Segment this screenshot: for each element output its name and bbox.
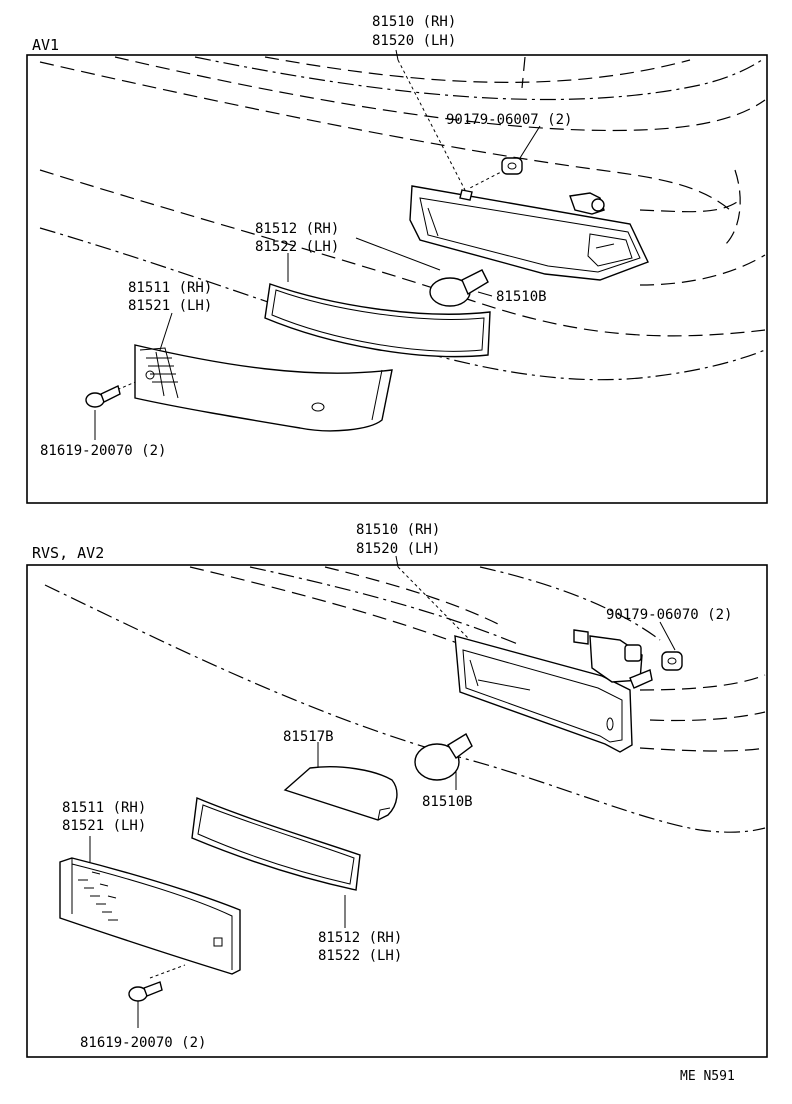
rvs-av2-label-reflector: 81517B (283, 729, 334, 745)
rvs-av2-label-gasket-lh: 81522 (LH) (318, 948, 402, 964)
av1-label-assembly-lh: 81520 (LH) (372, 33, 456, 49)
av1-label-screw: 81619-20070 (2) (40, 443, 166, 459)
rvs-av2-label-lens-lh: 81521 (LH) (62, 818, 146, 834)
rvs-av2-label-assembly-rh: 81510 (RH) (356, 522, 440, 538)
av1-screw (85, 385, 121, 408)
section-rvs-av2-title: RVS, AV2 (32, 544, 104, 562)
av1-lamp-housing (409, 185, 649, 281)
av1-label-nut: 90179-06007 (2) (446, 112, 572, 128)
rvs-av2-label-screw: 81619-20070 (2) (80, 1035, 206, 1051)
av1-gasket (264, 283, 491, 358)
av1-lens (134, 344, 393, 432)
section-rvs-av2-frame (26, 564, 768, 1058)
section-av1: AV1 (26, 14, 768, 504)
rvs-av2-lamp-housing (454, 629, 653, 753)
footer-code: ME N591 (680, 1069, 735, 1084)
rvs-av2-reflector (283, 766, 398, 821)
rvs-av2-leaders (89, 555, 676, 1028)
av1-label-lens-rh: 81511 (RH) (128, 280, 212, 296)
section-rvs-av2: RVS, AV2 (26, 522, 768, 1058)
rvs-av2-label-nut: 90179-06070 (2) (606, 607, 732, 623)
rvs-av2-label-bulb: 81510B (422, 794, 473, 810)
rvs-av2-label-lens-rh: 81511 (RH) (62, 800, 146, 816)
rvs-av2-bulb (414, 733, 473, 781)
rvs-av2-lens (59, 857, 241, 975)
rvs-av2-gasket (191, 797, 361, 891)
rvs-av2-label-gasket-rh: 81512 (RH) (318, 930, 402, 946)
rvs-av2-body-contours (44, 566, 766, 833)
av1-label-gasket-rh: 81512 (RH) (255, 221, 339, 237)
rvs-av2-nut (661, 651, 683, 671)
section-av1-title: AV1 (32, 36, 59, 54)
av1-label-lens-lh: 81521 (LH) (128, 298, 212, 314)
av1-label-gasket-lh: 81522 (LH) (255, 239, 339, 255)
av1-label-bulb: 81510B (496, 289, 547, 305)
rvs-av2-screw (128, 981, 163, 1002)
av1-bulb (429, 269, 489, 307)
av1-label-assembly-rh: 81510 (RH) (372, 14, 456, 30)
section-av1-frame (26, 54, 768, 504)
av1-nut (501, 157, 523, 175)
rvs-av2-label-assembly-lh: 81520 (LH) (356, 541, 440, 557)
